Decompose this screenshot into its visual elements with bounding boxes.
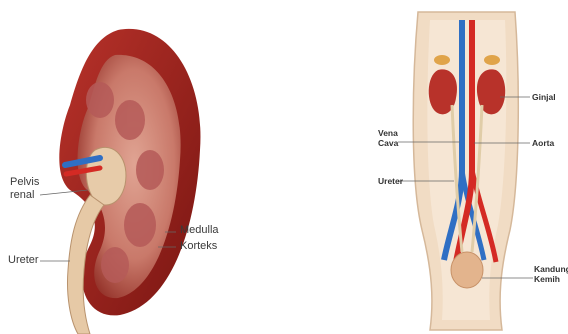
label-korteks: Korteks (180, 240, 217, 253)
label-kandung-kemih: Kandung Kemih (534, 264, 568, 284)
label-medulla: Medulla (180, 224, 219, 237)
kidney-cross-section-illustration (0, 0, 290, 334)
label-pelvis-renal: Pelvis renal (10, 176, 39, 202)
label-vena-cava: Vena Cava (378, 128, 398, 148)
kidney-cross-section-panel: Pelvis renal Ureter Medulla Korteks (0, 0, 290, 334)
label-ureter-left: Ureter (8, 254, 39, 267)
right-adrenal-gland (484, 55, 500, 65)
left-adrenal-gland (434, 55, 450, 65)
bladder (451, 252, 483, 288)
label-ginjal: Ginjal (532, 92, 556, 102)
label-ureter-right: Ureter (378, 176, 403, 186)
label-aorta: Aorta (532, 138, 554, 148)
urinary-system-panel: Vena Cava Ureter Ginjal Aorta Kandung Ke… (370, 0, 568, 334)
